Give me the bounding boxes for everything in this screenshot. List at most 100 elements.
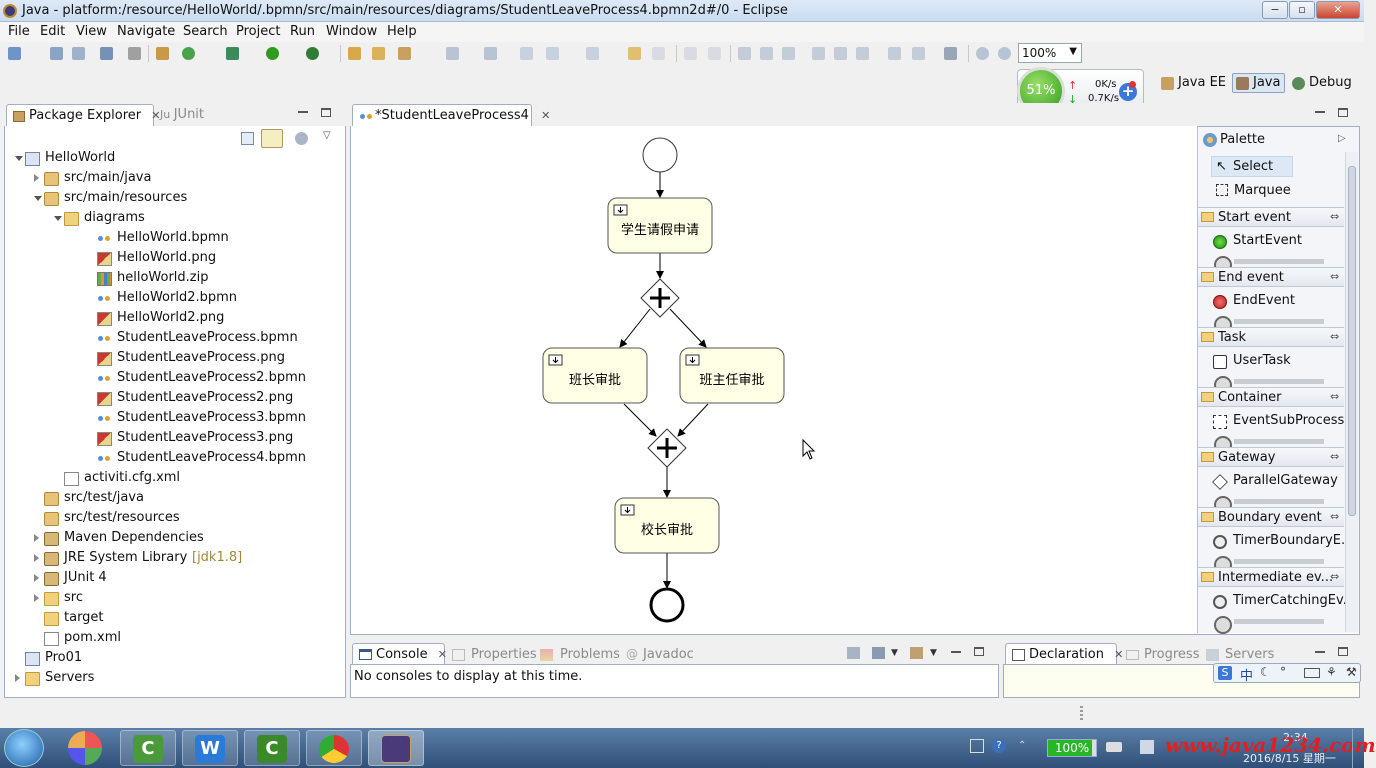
view-menu-icon[interactable]: ▽ <box>323 130 331 141</box>
minimize-icon[interactable] <box>951 651 961 653</box>
tree-item[interactable]: StudentLeaveProcess.bpmn <box>5 329 335 349</box>
tree-item[interactable]: HelloWorld <box>5 149 335 169</box>
palette-group-header[interactable]: Intermediate ev... <box>1198 567 1344 587</box>
tree-item[interactable]: helloWorld.zip <box>5 269 335 289</box>
task-headteacher-approve[interactable]: 班主任审批 <box>679 347 785 404</box>
tab-junit[interactable]: Ju JUnit <box>160 107 204 122</box>
maximize-icon[interactable] <box>974 647 984 656</box>
launcher-icon[interactable] <box>68 731 102 765</box>
palette-item-partial[interactable] <box>1214 316 1336 334</box>
palette-item-partial[interactable] <box>1214 256 1336 274</box>
maximize-icon[interactable] <box>1338 108 1348 117</box>
minimize-button[interactable]: − <box>1262 1 1288 19</box>
chevron-up-icon[interactable]: ⌃ <box>1018 740 1027 751</box>
taskbar-wps[interactable]: W <box>182 730 238 766</box>
collapse-group-icon[interactable]: ⇔ <box>1330 330 1340 343</box>
menu-navigate[interactable]: Navigate <box>117 24 176 39</box>
back-icon[interactable] <box>520 47 533 60</box>
collapsed-twisty-icon[interactable] <box>34 594 39 602</box>
tree-item[interactable]: HelloWorld.png <box>5 249 335 269</box>
perspective-java[interactable]: Java <box>1232 73 1286 93</box>
match-width-icon[interactable] <box>888 47 901 60</box>
tree-item[interactable]: src/test/resources <box>5 509 335 529</box>
end-event[interactable] <box>649 587 685 623</box>
tree-item[interactable]: src/main/java <box>5 169 335 189</box>
search-icon[interactable] <box>398 47 411 60</box>
task-apply[interactable]: 学生请假申请 <box>607 197 713 254</box>
close-icon[interactable]: ✕ <box>1114 648 1124 661</box>
tree-item[interactable]: Pro01 <box>5 649 335 669</box>
tree-item[interactable]: Maven Dependencies <box>5 529 335 549</box>
taskbar-camtasia[interactable]: C <box>120 730 176 766</box>
align-top-icon[interactable] <box>812 47 825 60</box>
tab-properties[interactable]: Properties <box>452 647 537 662</box>
palette-group-header[interactable]: Gateway <box>1198 447 1344 467</box>
annotation-icon[interactable] <box>446 47 459 60</box>
tray-icon[interactable] <box>970 739 984 753</box>
collapse-group-icon[interactable]: ⇔ <box>1330 450 1340 463</box>
expanded-twisty-icon[interactable] <box>34 196 42 201</box>
tree-item[interactable]: pom.xml <box>5 629 335 649</box>
tree-item[interactable]: target <box>5 609 335 629</box>
maximize-icon[interactable] <box>1338 647 1348 656</box>
tree-item[interactable]: StudentLeaveProcess3.png <box>5 429 335 449</box>
tree-item[interactable]: activiti.cfg.xml <box>5 469 335 489</box>
next-annotation-icon[interactable] <box>484 47 497 60</box>
help-icon[interactable]: ? <box>992 739 1006 753</box>
menu-search[interactable]: Search <box>183 24 228 39</box>
focus-icon[interactable] <box>295 132 308 145</box>
perspective-debug[interactable]: Debug <box>1288 73 1357 93</box>
perspective-java-ee[interactable]: Java EE <box>1157 73 1231 93</box>
run-external-icon[interactable] <box>306 47 319 60</box>
collapsed-twisty-icon[interactable] <box>15 674 20 682</box>
tree-item[interactable]: HelloWorld2.bpmn <box>5 289 335 309</box>
collapse-group-icon[interactable]: ⇔ <box>1330 270 1340 283</box>
close-icon[interactable]: ✕ <box>437 648 447 661</box>
start-event[interactable] <box>642 137 678 173</box>
ime-language[interactable]: 中 <box>1240 669 1254 684</box>
tree-item[interactable]: Servers <box>5 669 335 689</box>
palette-item-partial[interactable] <box>1214 616 1336 634</box>
undo-icon[interactable] <box>628 47 641 60</box>
menu-help[interactable]: Help <box>387 24 417 39</box>
scrollbar-thumb[interactable] <box>1348 166 1356 516</box>
zoom-out-icon[interactable] <box>976 47 989 60</box>
collapse-group-icon[interactable]: ⇔ <box>1330 210 1340 223</box>
tree-item[interactable]: JUnit 4 <box>5 569 335 589</box>
tree-item[interactable]: src/test/java <box>5 489 335 509</box>
palette-header[interactable]: Palette ▷ <box>1200 130 1348 152</box>
power-icon[interactable] <box>1106 742 1122 752</box>
tree-item[interactable]: JRE System Library[jdk1.8] <box>5 549 335 569</box>
debug-icon[interactable] <box>226 47 239 60</box>
tree-item[interactable]: StudentLeaveProcess4.bpmn <box>5 449 335 469</box>
clock-date[interactable]: 2016/8/15 星期一 <box>1243 752 1336 765</box>
display-console-icon[interactable] <box>872 647 885 659</box>
close-button[interactable]: ✕ <box>1316 1 1360 19</box>
palette-item-partial[interactable] <box>1214 556 1336 574</box>
zoom-in-icon[interactable] <box>998 47 1011 60</box>
collapse-group-icon[interactable]: ⇔ <box>1330 510 1340 523</box>
tree-item[interactable]: StudentLeaveProcess.png <box>5 349 335 369</box>
clock-time[interactable]: 2:34 <box>1283 731 1308 744</box>
paste-icon[interactable] <box>708 47 721 60</box>
align-right-icon[interactable] <box>782 47 795 60</box>
palette-item[interactable]: EventSubProcess <box>1213 413 1344 429</box>
collapsed-twisty-icon[interactable] <box>34 174 39 182</box>
forward-history-icon[interactable] <box>546 47 559 60</box>
collapsed-twisty-icon[interactable] <box>34 574 39 582</box>
palette-marquee-tool[interactable]: Marquee <box>1212 181 1332 201</box>
tab-editor-studentleaveprocess4[interactable]: *StudentLeaveProcess4 ✕ <box>352 104 550 127</box>
menu-view[interactable]: View <box>76 24 107 39</box>
open-type-icon[interactable] <box>372 47 385 60</box>
tree-item[interactable]: StudentLeaveProcess2.png <box>5 389 335 409</box>
align-center-icon[interactable] <box>760 47 773 60</box>
zoom-select[interactable]: 100%▼ <box>1018 43 1082 63</box>
expanded-twisty-icon[interactable] <box>54 216 62 221</box>
parallel-gateway-join[interactable] <box>647 428 687 468</box>
copy-icon[interactable] <box>684 47 697 60</box>
task-monitor-approve[interactable]: 班长审批 <box>542 347 648 404</box>
battery-indicator[interactable]: 100% <box>1047 739 1097 757</box>
tree-item[interactable]: StudentLeaveProcess2.bpmn <box>5 369 335 389</box>
bpmn-diagram-canvas[interactable]: 学生请假申请 班长审批 班主任审批 校长审批 <box>351 126 1197 633</box>
menu-window[interactable]: Window <box>326 24 378 39</box>
